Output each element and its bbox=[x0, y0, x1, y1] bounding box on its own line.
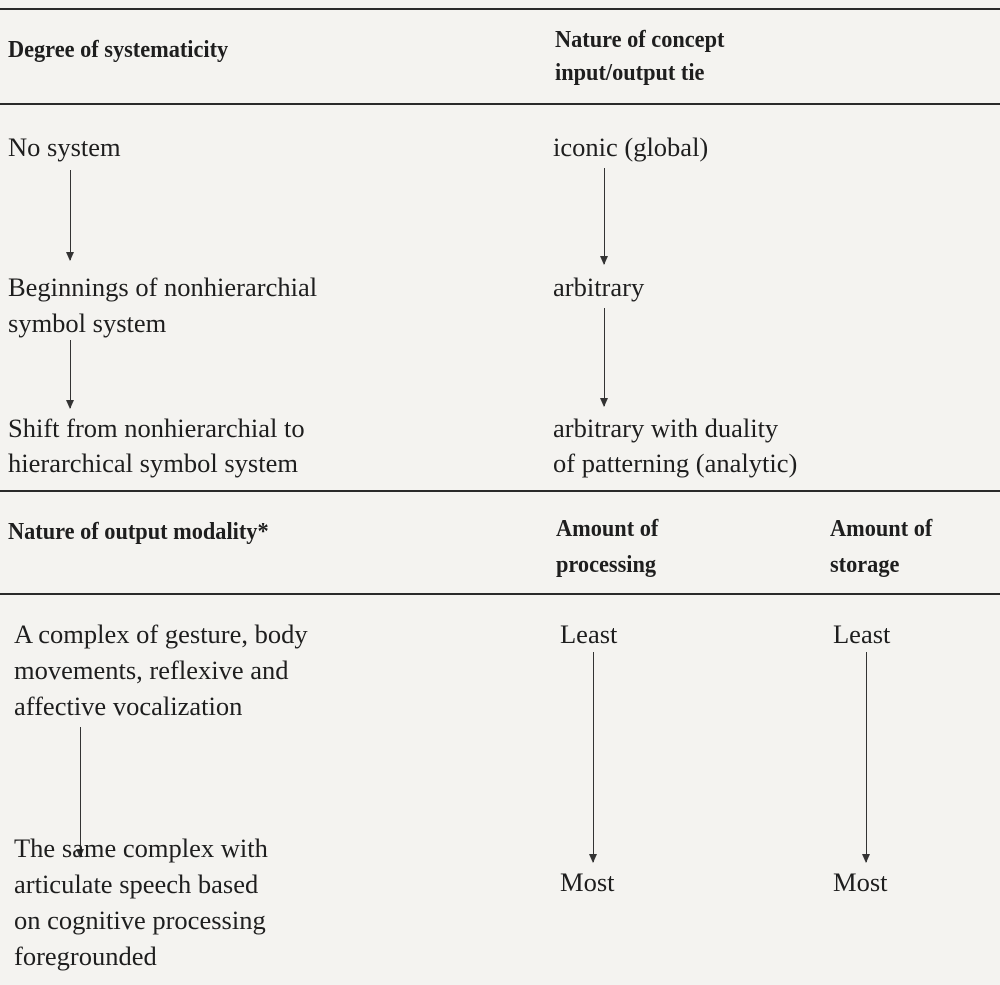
header-amount-of-storage-line2: storage bbox=[830, 552, 900, 578]
cell-text: arbitrary with duality bbox=[553, 413, 779, 443]
cell-text: iconic (global) bbox=[553, 132, 709, 162]
cell-text: No system bbox=[8, 132, 121, 162]
header-degree-of-systematicity: Degree of systematicity bbox=[8, 37, 229, 63]
down-arrow-icon bbox=[66, 170, 74, 261]
header-nature-of-output-modality: Nature of output modality* bbox=[8, 519, 269, 545]
header-nature-of-concept-line2: input/output tie bbox=[555, 60, 705, 86]
header-rule-2 bbox=[0, 593, 1000, 595]
section-rule bbox=[0, 490, 1000, 492]
cell-text: Least bbox=[833, 619, 891, 649]
down-arrow-icon bbox=[600, 168, 608, 265]
cell-text: movements, reflexive and bbox=[14, 655, 289, 685]
cell-text: symbol system bbox=[8, 308, 167, 338]
cell-text: of patterning (analytic) bbox=[553, 448, 798, 478]
cell-text: The same complex with bbox=[14, 833, 268, 863]
cell-text: foregrounded bbox=[14, 941, 157, 971]
cell-text: Most bbox=[833, 867, 888, 897]
cell-text: Shift from nonhierarchial to bbox=[8, 413, 305, 443]
down-arrow-icon bbox=[76, 727, 84, 858]
header-nature-of-concept: Nature of concept bbox=[555, 27, 725, 53]
top-rule bbox=[0, 8, 1000, 10]
header-amount-of-processing: Amount of bbox=[556, 516, 659, 542]
down-arrow-icon bbox=[589, 652, 597, 863]
cell-text: Most bbox=[560, 867, 615, 897]
cell-text: A complex of gesture, body bbox=[14, 619, 308, 649]
header-amount-of-storage: Amount of bbox=[830, 516, 933, 542]
down-arrow-icon bbox=[66, 340, 74, 409]
cell-text: affective vocalization bbox=[14, 691, 243, 721]
header-amount-of-processing-line2: processing bbox=[556, 552, 657, 578]
down-arrow-icon bbox=[600, 308, 608, 407]
cell-text: articulate speech based bbox=[14, 869, 259, 899]
cell-text: Least bbox=[560, 619, 618, 649]
cell-text: hierarchical symbol system bbox=[8, 448, 298, 478]
cell-text: on cognitive processing bbox=[14, 905, 266, 935]
cell-text: Beginnings of nonhierarchial bbox=[8, 272, 318, 302]
down-arrow-icon bbox=[862, 652, 870, 863]
header-rule bbox=[0, 103, 1000, 105]
cell-text: arbitrary bbox=[553, 272, 645, 302]
